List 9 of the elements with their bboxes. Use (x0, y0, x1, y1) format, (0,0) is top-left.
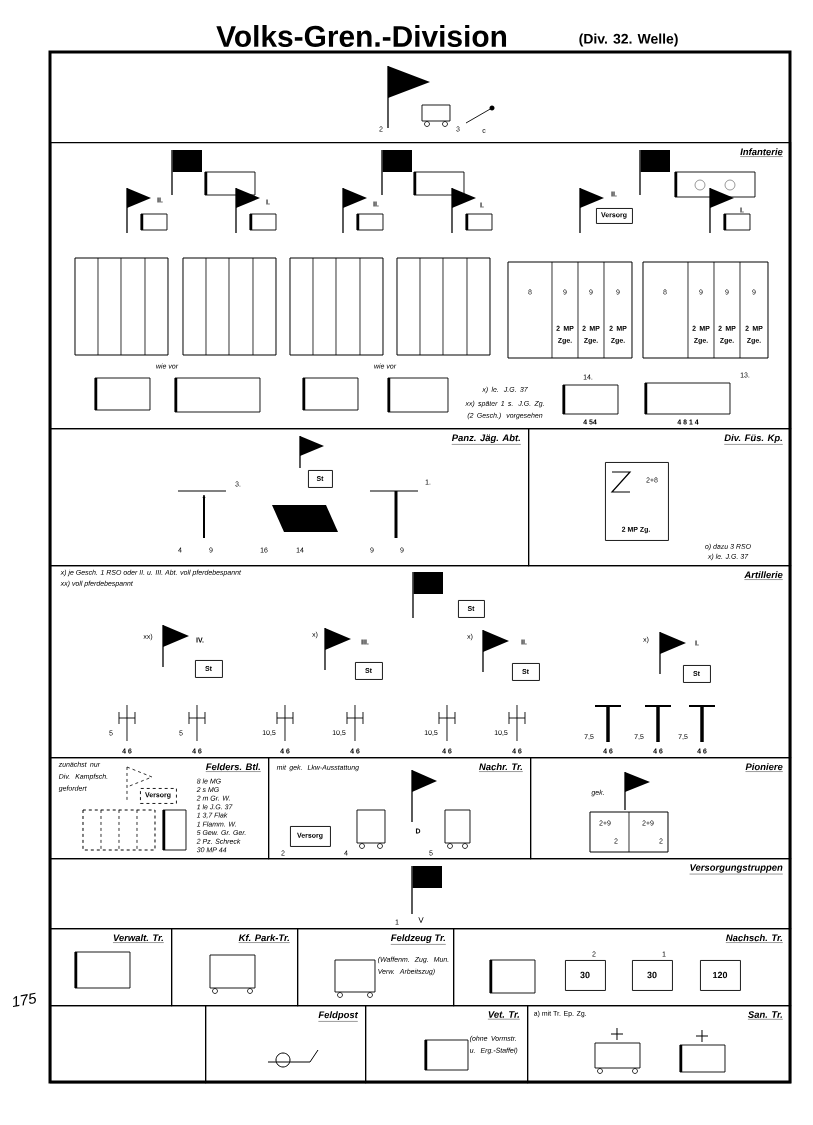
label-text: (Div. 32. Welle) (579, 33, 678, 47)
section-panel: Kf. Park-Tr. (171, 928, 299, 1007)
unit-box: 30 (565, 960, 606, 991)
unit-box: 30 (632, 960, 673, 991)
title: Volks-Gren.-Division (216, 25, 507, 47)
section-panel: Feldpost (205, 1005, 367, 1084)
section-panel: Verwalt. Tr. (50, 928, 173, 1007)
unit-box: 120 (700, 960, 741, 991)
label-text: 175 (13, 992, 36, 1008)
